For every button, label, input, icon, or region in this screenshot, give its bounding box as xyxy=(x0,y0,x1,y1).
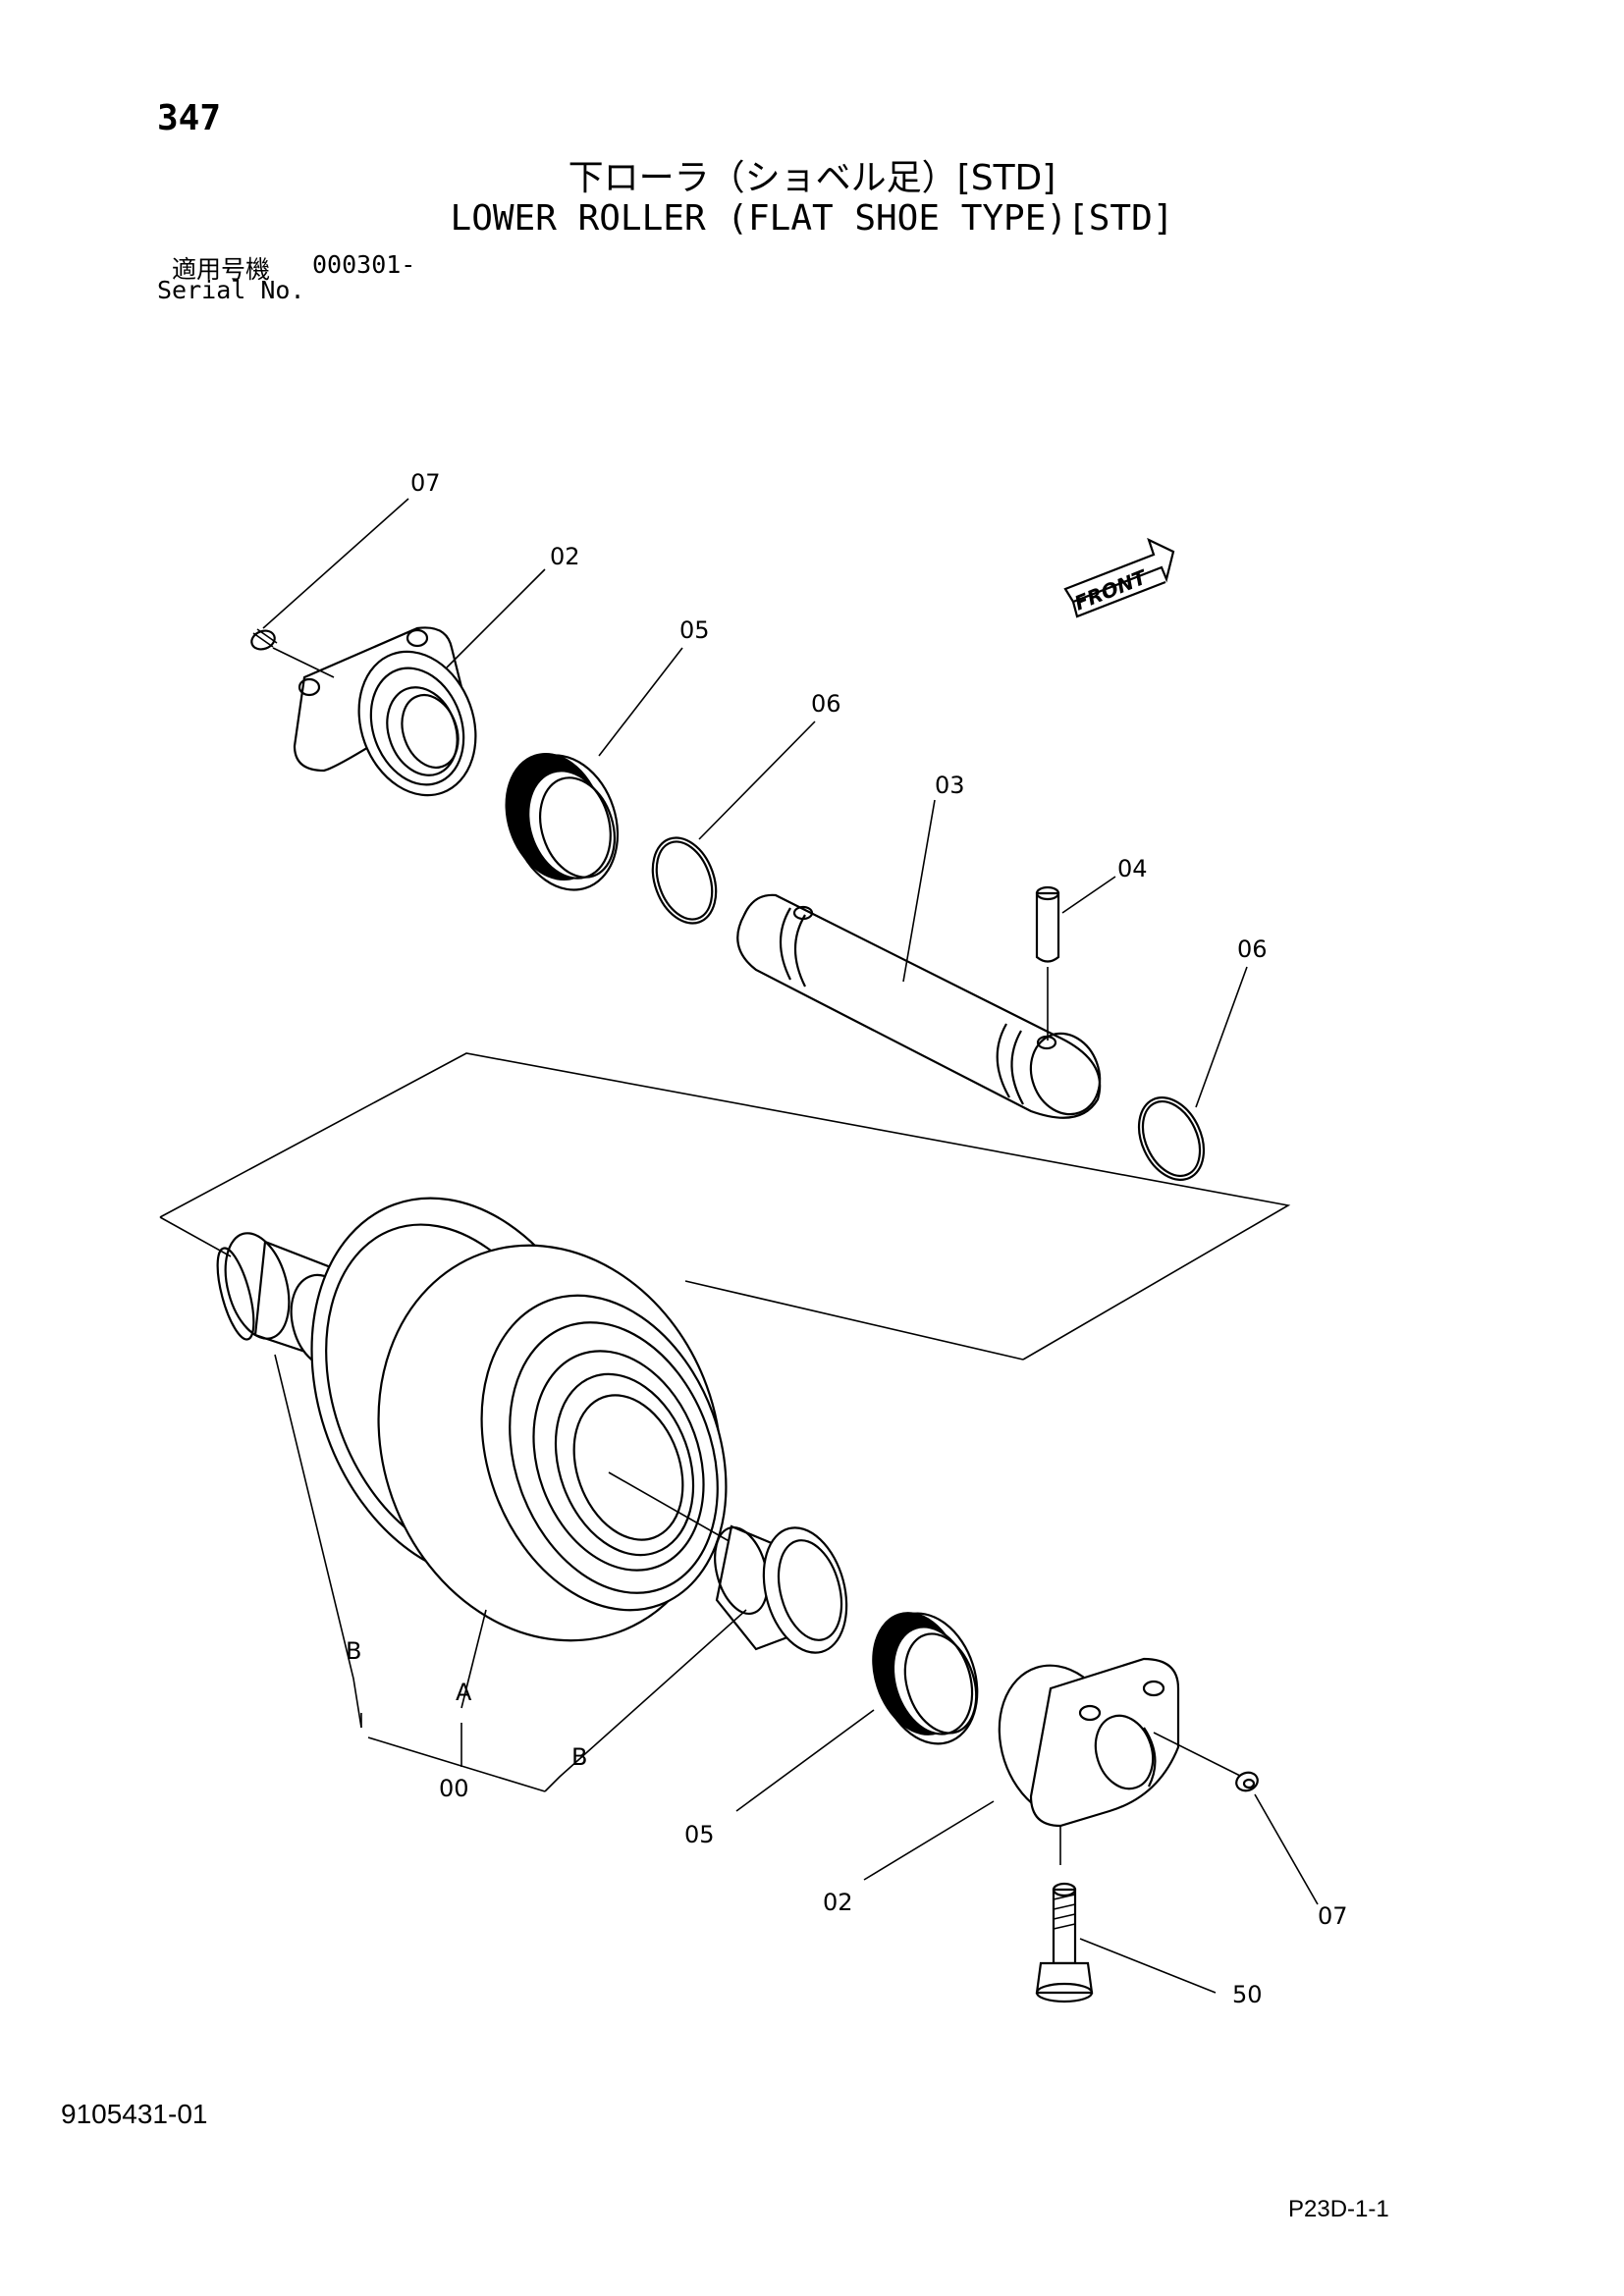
title-english: LOWER ROLLER (FLAT SHOE TYPE)[STD] xyxy=(450,198,1174,239)
callout-03: 03 xyxy=(935,772,965,799)
callout-05-bottom: 05 xyxy=(684,1821,715,1848)
serial-range: 000301- xyxy=(312,250,416,279)
part-07-plug-bottom xyxy=(1235,1771,1259,1792)
callout-50: 50 xyxy=(1232,1981,1263,2008)
page-number: 347 xyxy=(157,98,222,138)
callout-B-bottom: B xyxy=(571,1743,587,1771)
serial-label-english: Serial No. xyxy=(157,276,305,304)
callout-06-top: 06 xyxy=(811,690,841,718)
callout-00: 00 xyxy=(439,1775,469,1802)
callout-07-top: 07 xyxy=(410,469,441,497)
callout-02-bottom: 02 xyxy=(823,1889,853,1916)
callout-04: 04 xyxy=(1117,855,1148,882)
front-arrow-icon: FRONT xyxy=(1063,537,1175,618)
part-05-seal-top xyxy=(505,753,620,891)
part-03-shaft xyxy=(736,893,1102,1119)
document-number: 9105431-01 xyxy=(61,2099,208,2129)
title-japanese: 下ローラ（ショベル足）[STD] xyxy=(568,158,1056,198)
part-50-bolt xyxy=(1035,1882,1094,2003)
part-02-collar-bottom xyxy=(998,1657,1180,1865)
assembly-outline xyxy=(159,1052,1291,1361)
serial-label-japanese: 適用号機 xyxy=(172,255,271,284)
page-code: P23D-1-1 xyxy=(1288,2196,1389,2222)
callout-05-top: 05 xyxy=(679,616,710,644)
callout-A: A xyxy=(456,1679,472,1706)
part-bushing-right xyxy=(714,1524,848,1654)
callout-06-right: 06 xyxy=(1237,935,1268,963)
callout-02-top: 02 xyxy=(550,543,580,570)
part-02-collar-top xyxy=(293,626,477,797)
callout-B-left: B xyxy=(346,1637,361,1665)
part-roller-body xyxy=(310,1197,747,1642)
part-06-oring-right xyxy=(1137,1096,1206,1181)
part-06-oring-top xyxy=(651,836,718,925)
part-05-seal-bottom xyxy=(872,1612,979,1745)
part-07-plug-top xyxy=(250,628,278,651)
part-04-pin xyxy=(1035,885,1060,1041)
callout-07-bottom: 07 xyxy=(1318,1902,1348,1930)
